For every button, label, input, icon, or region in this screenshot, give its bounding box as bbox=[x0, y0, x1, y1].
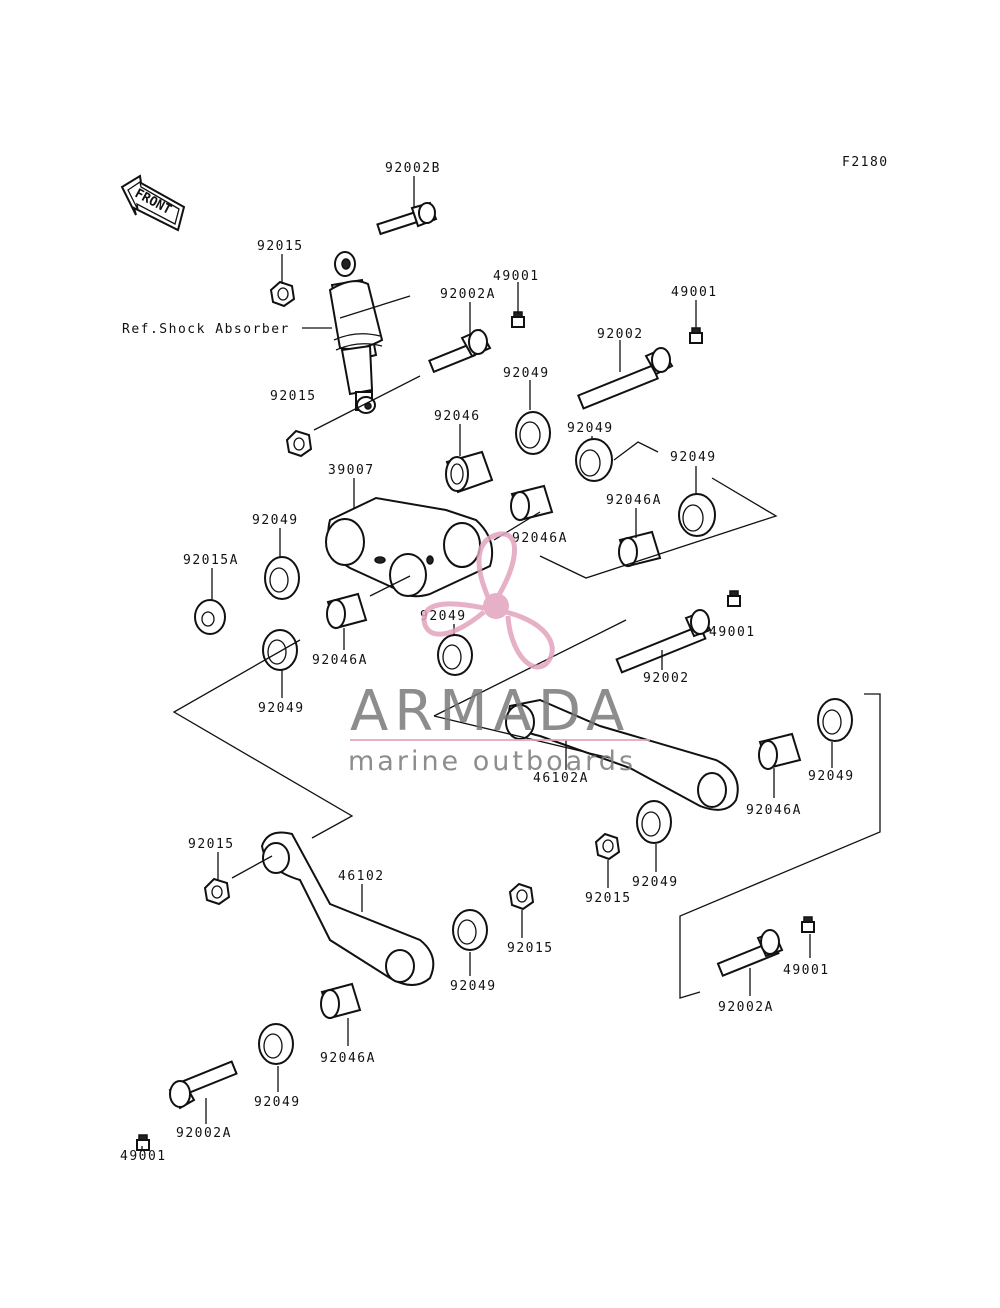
assembly-lines bbox=[172, 295, 881, 999]
propeller-logo-icon bbox=[421, 531, 555, 670]
collar-92049-h bbox=[636, 800, 672, 844]
nut-92015A bbox=[194, 599, 226, 635]
label-92002-a: 92002 bbox=[597, 327, 644, 342]
label-49001-d: 49001 bbox=[783, 963, 830, 978]
label-92002B: 92002B bbox=[385, 161, 441, 176]
watermark-brand: ARMADA bbox=[350, 679, 630, 744]
label-92046A-a: 92046A bbox=[606, 493, 662, 508]
bolt-92002-upper bbox=[576, 347, 674, 410]
label-92049-d: 92049 bbox=[252, 513, 299, 528]
label-92046A-d: 92046A bbox=[746, 803, 802, 818]
label-49001-e: 49001 bbox=[120, 1149, 167, 1164]
label-49001-b: 49001 bbox=[671, 285, 718, 300]
label-92002A-c: 92002A bbox=[176, 1126, 232, 1141]
nut-92015-mid-right bbox=[594, 832, 621, 861]
collar-92049-a bbox=[515, 411, 551, 455]
nut-92015-lower-mid bbox=[508, 882, 535, 911]
grease-nipple-49001-d bbox=[801, 916, 815, 933]
label-ref-shock-absorber: Ref.Shock Absorber bbox=[122, 322, 290, 337]
label-92049-i: 92049 bbox=[450, 979, 497, 994]
label-49001-c: 49001 bbox=[709, 625, 756, 640]
watermark-tagline: marine outboards bbox=[348, 746, 636, 777]
nut-92015-upper bbox=[269, 280, 296, 308]
label-92015A: 92015A bbox=[183, 553, 239, 568]
front-arrow-icon: FRONT bbox=[120, 174, 186, 232]
nut-92015-lower-left bbox=[203, 877, 231, 906]
label-46102A: 46102A bbox=[533, 771, 589, 786]
tie-rod-46102A bbox=[505, 698, 739, 811]
label-92015-a: 92015 bbox=[257, 239, 304, 254]
collar-92049-j bbox=[258, 1023, 294, 1065]
label-92049-e: 92049 bbox=[420, 609, 467, 624]
label-92002A-a: 92002A bbox=[440, 287, 496, 302]
bearing-92046 bbox=[445, 450, 494, 494]
label-92046: 92046 bbox=[434, 409, 481, 424]
part-labels: 92002B 92015 49001 92002A 49001 Ref.Shoc… bbox=[120, 161, 855, 1164]
bearing-92046A-a bbox=[510, 484, 554, 522]
tie-rod-46102 bbox=[260, 831, 435, 986]
collar-92049-g bbox=[817, 698, 853, 742]
label-92049-f: 92049 bbox=[258, 701, 305, 716]
label-92015-e: 92015 bbox=[507, 941, 554, 956]
label-92046A-b: 92046A bbox=[512, 531, 568, 546]
label-92002-b: 92002 bbox=[643, 671, 690, 686]
label-39007: 39007 bbox=[328, 463, 375, 478]
bearing-92046A-e bbox=[320, 982, 362, 1020]
collar-92049-b bbox=[575, 438, 613, 482]
bolt-92002A-upper bbox=[428, 328, 492, 374]
collar-92049-e bbox=[262, 629, 298, 671]
collar-92049-d bbox=[264, 556, 300, 600]
label-49001-a: 49001 bbox=[493, 269, 540, 284]
label-92049-b: 92049 bbox=[567, 421, 614, 436]
leader-lines bbox=[141, 176, 833, 1150]
label-46102: 46102 bbox=[338, 869, 385, 884]
nut-92015-lower bbox=[285, 429, 313, 458]
label-92049-c: 92049 bbox=[670, 450, 717, 465]
bolt-92002A-lower-right bbox=[716, 929, 784, 978]
armada-watermark: ARMADA marine outboards bbox=[348, 531, 650, 777]
bolt-92002-middle bbox=[615, 609, 712, 674]
grease-nipple-49001-c bbox=[727, 590, 741, 607]
rocker-arm-39007 bbox=[325, 496, 494, 598]
figure-code: F2180 bbox=[842, 155, 889, 170]
collar-92049-c bbox=[678, 493, 716, 537]
label-92049-a: 92049 bbox=[503, 366, 550, 381]
bolt-92002A-lower-left bbox=[168, 1060, 238, 1110]
label-92015-d: 92015 bbox=[585, 891, 632, 906]
grease-nipple-49001-e bbox=[136, 1134, 150, 1151]
grease-nipple-49001-b bbox=[689, 327, 703, 344]
bearing-92046A-c bbox=[326, 592, 368, 630]
label-92049-g: 92049 bbox=[808, 769, 855, 784]
label-92049-j: 92049 bbox=[254, 1095, 301, 1110]
label-92046A-e: 92046A bbox=[320, 1051, 376, 1066]
label-92015-b: 92015 bbox=[270, 389, 317, 404]
collar-92049-f bbox=[437, 634, 473, 676]
label-92046A-c: 92046A bbox=[312, 653, 368, 668]
shock-absorber bbox=[328, 251, 384, 414]
collar-92049-i bbox=[452, 909, 488, 951]
bolt-92002B bbox=[376, 201, 438, 236]
grease-nipple-49001-a bbox=[511, 311, 525, 328]
label-92002A-b: 92002A bbox=[718, 1000, 774, 1015]
label-92049-h: 92049 bbox=[632, 875, 679, 890]
label-92015-c: 92015 bbox=[188, 837, 235, 852]
bearing-92046A-d bbox=[758, 732, 802, 770]
